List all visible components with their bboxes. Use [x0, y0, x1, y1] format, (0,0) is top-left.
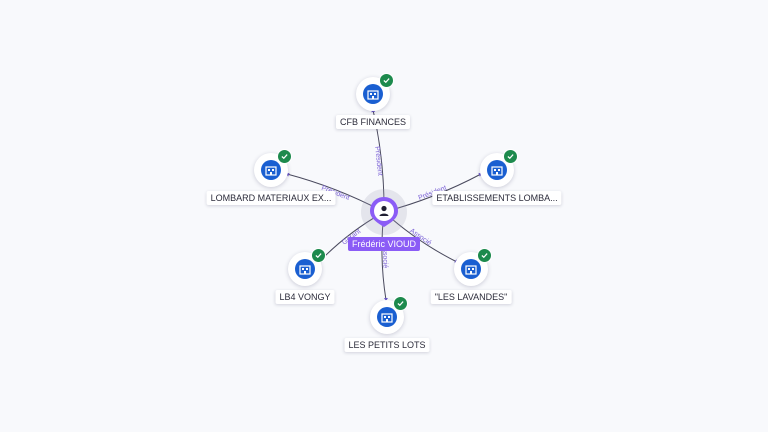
company-circle[interactable]	[254, 149, 292, 187]
person-icon[interactable]	[368, 196, 400, 228]
building-icon	[487, 160, 507, 180]
company-label[interactable]: "LES LAVANDES"	[430, 290, 512, 304]
company-label[interactable]: ETABLISSEMENTS LOMBA...	[432, 191, 562, 205]
verified-check-icon	[277, 149, 292, 164]
person-name-label[interactable]: Frédéric VIOUD	[347, 237, 421, 251]
edge-arrow-petits-lots	[383, 297, 388, 301]
building-icon	[363, 84, 383, 104]
edge-label-petits-lots: Associé	[381, 244, 389, 269]
company-circle[interactable]	[454, 248, 492, 286]
verified-check-icon	[477, 248, 492, 263]
company-circle[interactable]	[370, 296, 408, 334]
building-icon	[261, 160, 281, 180]
company-label[interactable]: LES PETITS LOTS	[344, 338, 430, 352]
company-label[interactable]: LB4 VONGY	[275, 290, 335, 304]
building-icon	[461, 259, 481, 279]
verified-check-icon	[393, 296, 408, 311]
verified-check-icon	[379, 73, 394, 88]
company-circle[interactable]	[480, 149, 518, 187]
building-icon	[295, 259, 315, 279]
verified-check-icon	[311, 248, 326, 263]
company-circle[interactable]	[356, 73, 394, 111]
building-icon	[377, 307, 397, 327]
edge-label-cfb: Président	[373, 146, 383, 176]
company-label[interactable]: LOMBARD MATERIAUX EX...	[206, 191, 336, 205]
company-label[interactable]: CFB FINANCES	[335, 115, 411, 129]
company-circle[interactable]	[288, 248, 326, 286]
verified-check-icon	[503, 149, 518, 164]
